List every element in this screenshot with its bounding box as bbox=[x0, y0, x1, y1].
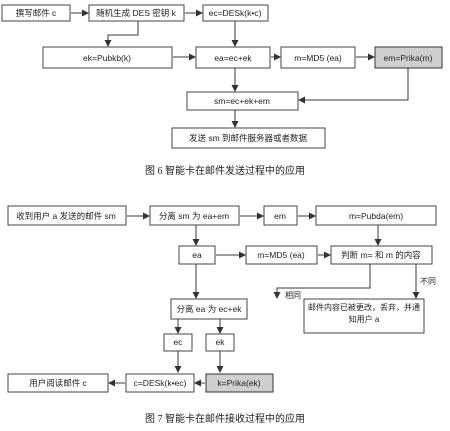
node-ec-label: ec bbox=[174, 337, 184, 347]
node-ek-pub-label: ek=Pubkb(k) bbox=[83, 53, 131, 63]
node-receive-mail: 收到用户 a 发送的邮件 sm bbox=[7, 205, 127, 226]
edge-em-to-sm bbox=[298, 68, 409, 104]
node-ea-sum: ea=ec+ek bbox=[195, 46, 271, 69]
edge-judge-same bbox=[273, 264, 371, 299]
node-split-sm-label: 分离 sm 为 ea+em bbox=[159, 211, 229, 221]
node-em: em bbox=[263, 205, 298, 226]
node-m-pub-label: m=Pubda(em) bbox=[349, 211, 403, 221]
node-ek-pub: ek=Pubkb(k) bbox=[42, 46, 173, 69]
node-mail-changed: 邮件内容已被更改，丢弃，并通知用户 a bbox=[303, 298, 425, 334]
node-ec: ec bbox=[163, 333, 193, 352]
edge-label-same: 相同 bbox=[285, 290, 301, 300]
node-send-sm-label: 发送 sm 到邮件服务器或者数据 bbox=[189, 133, 308, 143]
node-split-ea: 分离 ea 为 ec+ek bbox=[170, 298, 248, 320]
edge-label-different: 不同 bbox=[420, 277, 436, 286]
node-generate-des-key-label: 随机生成 DES 密钥 k bbox=[96, 8, 177, 18]
node-m-pub: m=Pubda(em) bbox=[315, 205, 437, 226]
node-read-mail: 用户阅读邮件 c bbox=[7, 373, 109, 393]
figure-6-caption: 图 6 智能卡在邮件发送过程中的应用 bbox=[145, 164, 305, 177]
node-write-mail: 撰写邮件 c bbox=[1, 4, 71, 22]
figure-6: 撰写邮件 c 随机生成 DES 密钥 k ec=DESk(k•c) ek=Pub… bbox=[1, 4, 443, 177]
node-sm-sum-label: sm=ec+ek+em bbox=[214, 96, 270, 106]
node-m-md5: m=MD5 (ea) bbox=[245, 245, 318, 265]
node-read-mail-label: 用户阅读邮件 c bbox=[29, 378, 87, 388]
node-m-md5-label-group: m=MD5 (ea) bbox=[257, 250, 305, 260]
node-c-des: c=DESk(k•ec) bbox=[125, 373, 195, 393]
node-split-sm: 分离 sm 为 ea+em bbox=[149, 205, 240, 226]
edge-genkey-to-ek bbox=[104, 21, 139, 47]
node-write-mail-label: 撰写邮件 c bbox=[16, 8, 57, 18]
node-em-pri: em=Prika(m) bbox=[374, 46, 443, 69]
figure-7-edges bbox=[108, 212, 420, 387]
node-k-pri: k=Prika(ek) bbox=[205, 373, 274, 393]
node-ek: ek bbox=[205, 333, 235, 352]
figure-7: 收到用户 a 发送的邮件 sm 分离 sm 为 ea+em em m=Pubda… bbox=[7, 205, 437, 425]
node-mail-changed-label: 邮件内容已被更改，丢弃，并通知用户 a bbox=[308, 303, 420, 324]
node-send-sm: 发送 sm 到邮件服务器或者数据 bbox=[171, 127, 326, 149]
node-generate-des-key: 随机生成 DES 密钥 k bbox=[88, 4, 185, 22]
figure-6-edges bbox=[71, 9, 409, 128]
node-ec-des: ec=DESk(k•c) bbox=[202, 4, 269, 22]
figure-7-caption: 图 7 智能卡在邮件接收过程中的应用 bbox=[145, 412, 305, 425]
node-ea: ea bbox=[178, 245, 216, 265]
node-receive-mail-label: 收到用户 a 发送的邮件 sm bbox=[16, 211, 116, 221]
node-em-label: em bbox=[274, 211, 286, 221]
node-ea-label: ea bbox=[192, 250, 202, 260]
node-m-md5-label: m=MD5 (ea) bbox=[294, 53, 342, 63]
node-judge: 判断 m= 和 m 的内容 bbox=[330, 245, 433, 265]
node-m-md5: m=MD5 (ea) bbox=[280, 46, 356, 69]
node-split-ea-label: 分离 ea 为 ec+ek bbox=[177, 304, 243, 314]
node-ec-des-label: ec=DESk(k•c) bbox=[209, 8, 262, 18]
node-ea-sum-label: ea=ec+ek bbox=[214, 53, 252, 63]
node-judge-label: 判断 m= 和 m 的内容 bbox=[341, 250, 421, 260]
node-ek-label: ek bbox=[216, 337, 226, 347]
node-c-des-label: c=DESk(k•ec) bbox=[134, 378, 187, 388]
node-em-pri-label: em=Prika(m) bbox=[384, 53, 433, 63]
node-sm-sum: sm=ec+ek+em bbox=[186, 91, 299, 111]
node-k-pri-label: k=Prika(ek) bbox=[217, 378, 260, 388]
